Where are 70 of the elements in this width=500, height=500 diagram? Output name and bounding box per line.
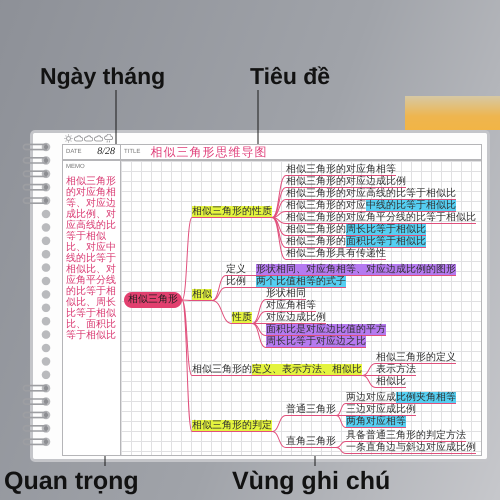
mindmap-topic: 两个比值相等的式子 <box>256 276 346 288</box>
branch-line <box>212 287 226 301</box>
title-text: 相似三角形思维导图 <box>150 145 268 159</box>
branch-line <box>272 175 286 218</box>
branch-line <box>362 375 376 388</box>
branch-line <box>182 300 192 376</box>
mindmap-topic: 比例 <box>226 276 246 288</box>
branch-line <box>252 323 266 336</box>
date-field <box>62 144 121 160</box>
mindmap-topic: 相似三角形的定义 <box>376 352 456 364</box>
mindmap-topic: 两角对应相等 <box>346 416 406 428</box>
branch-line <box>272 217 286 236</box>
mindmap-topic: 具备普通三角形的判定方法 <box>346 430 466 442</box>
mindmap-topic: 一条直角边与斜边对应成比例 <box>346 442 476 454</box>
mindmap-topic: 相似三角形的性质 <box>192 206 272 218</box>
branch-line <box>252 311 266 324</box>
mindmap-topic: 定义 <box>226 264 246 276</box>
mindmap-topic: 相似三角形具有传递性 <box>286 248 386 260</box>
mindmap-topic: 相似三角形的对应角相等 <box>286 164 396 176</box>
branch-line <box>362 363 376 376</box>
callout-label: Tiêu đề <box>250 62 330 90</box>
mindmap-topic: 相似比 <box>376 376 406 388</box>
branch-line <box>252 323 266 348</box>
branch-line <box>272 217 286 248</box>
mindmap-topic: 普通三角形 <box>286 404 336 416</box>
leader-line <box>104 456 106 466</box>
central-topic: 相似三角形 <box>124 292 182 308</box>
branch-line <box>362 375 376 376</box>
callout-label: Vùng ghi chú <box>232 466 390 496</box>
mindmap-topic: 相似三角形的判定 <box>192 420 272 432</box>
mindmap-topic: 相似三角形的对应边成比例 <box>286 176 406 188</box>
branch-line <box>182 300 192 432</box>
mindmap-topic: 表示方法 <box>376 364 416 376</box>
mindmap-topic: 相似三角形的对应中线的比等于相似比 <box>286 200 456 212</box>
branch-line <box>336 403 346 416</box>
branch-line <box>272 217 286 260</box>
grid-panel <box>120 160 482 456</box>
branch-line <box>272 187 286 218</box>
mindmap-topic: 周长比等于对应边之比 <box>266 336 366 348</box>
branch-line <box>182 300 192 301</box>
date-value: 8/28 <box>97 146 115 158</box>
branch-line <box>252 323 266 324</box>
mindmap-topic: 形状相同、对应角相等、对应边成比例的图形 <box>256 264 456 276</box>
branch-line <box>272 217 286 224</box>
branch-line <box>246 275 256 276</box>
mindmap-topic: 面积比是对应边比值的平方 <box>266 324 386 336</box>
memo-text: 相似三角形的对应角相等、对应边成比例、对应高线的比等于相似比、对应中线的比等于相似比、对应角平分线的比等于相似比、周长比等于相似比、面积比等于相似比 <box>66 176 117 341</box>
branch-line <box>336 441 346 448</box>
callout-label: Ngày tháng <box>40 62 166 90</box>
mindmap-topic: 形状相同 <box>266 288 306 300</box>
mindmap-topic: 性质 <box>232 312 252 324</box>
mindmap-topic: 直角三角形 <box>286 436 336 448</box>
mindmap-topic: 相似 <box>192 289 212 301</box>
branch-line <box>336 447 346 454</box>
mindmap-topic: 对应角相等 <box>266 300 316 312</box>
branch-line <box>272 431 286 448</box>
callout-label: Quan trọng <box>4 466 139 496</box>
branch-line <box>252 299 266 324</box>
branch-line <box>212 300 232 324</box>
title-field <box>120 144 482 160</box>
branch-line <box>212 275 226 301</box>
branch-line <box>336 415 346 416</box>
branch-line <box>246 287 256 288</box>
branch-line <box>182 217 192 300</box>
branch-line <box>336 415 346 428</box>
branch-line <box>272 415 286 432</box>
branch-line <box>272 199 286 218</box>
branch-line <box>272 211 286 218</box>
leader-line <box>314 456 316 466</box>
memo-panel <box>62 160 121 456</box>
